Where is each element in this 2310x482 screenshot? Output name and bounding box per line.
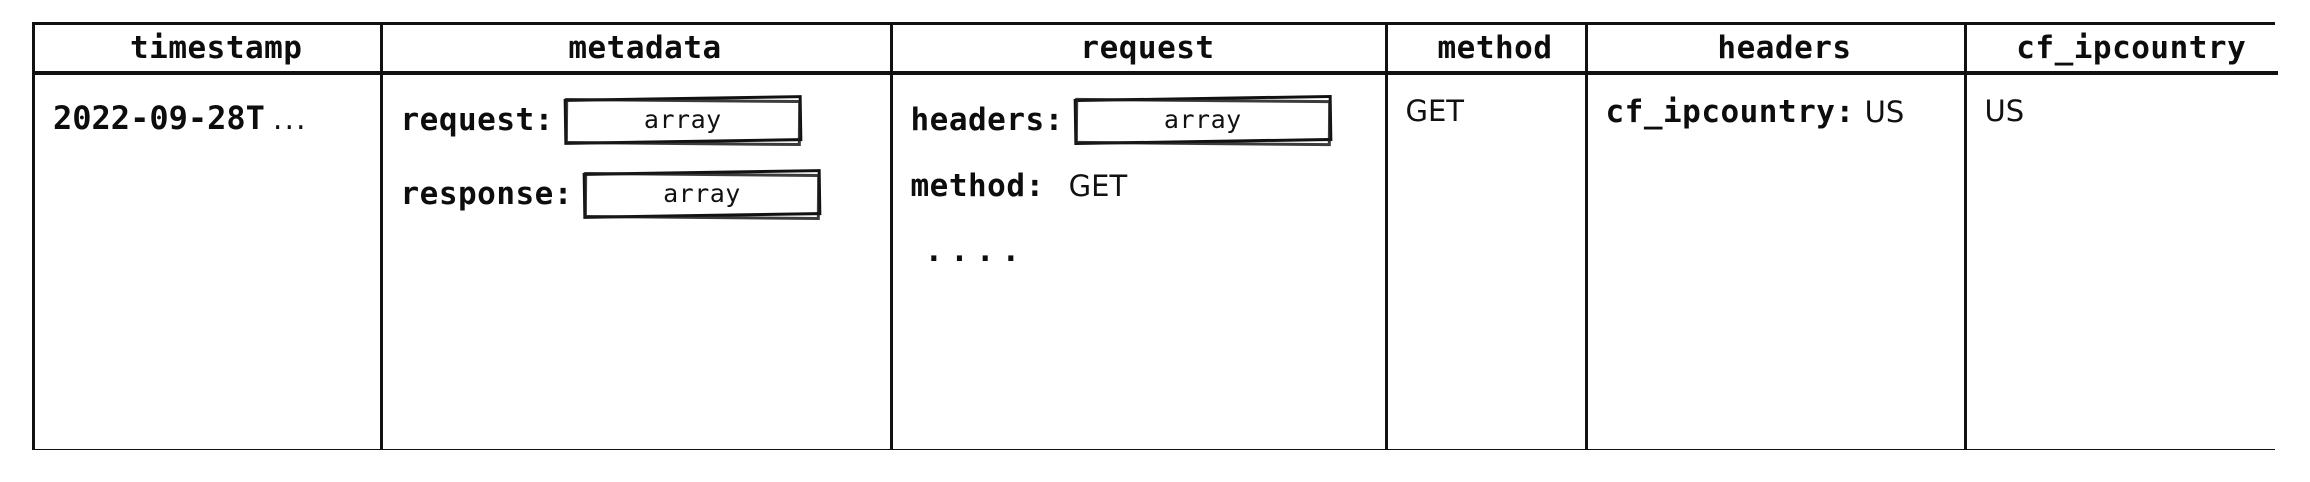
cell-method[interactable]: GET xyxy=(1384,73,1586,449)
cell-metadata-inner: request: array response: xyxy=(383,75,890,221)
column-header-method[interactable]: method xyxy=(1384,25,1586,75)
table-header-row: timestamp metadata request method header… xyxy=(35,25,2278,75)
data-table: timestamp metadata request method header… xyxy=(32,22,2278,450)
headers-value-text: US xyxy=(1864,95,1905,129)
table-row: 2022-09-28T ... request: array xyxy=(35,73,2278,449)
array-type-chip[interactable]: array xyxy=(1073,94,1333,147)
cell-timestamp-inner: 2022-09-28T ... xyxy=(35,75,380,137)
cf-ipcountry-value: US xyxy=(1984,94,2025,128)
array-type-chip[interactable]: array xyxy=(563,95,803,147)
cell-headers-inner: cf_ipcountry: US xyxy=(1588,75,1964,128)
metadata-field-response: response: array xyxy=(400,169,874,221)
column-header-headers[interactable]: headers xyxy=(1584,25,1965,75)
request-field-method: method: GET xyxy=(911,171,1369,202)
method-value: GET xyxy=(1405,94,1465,128)
cell-cf-ipcountry[interactable]: US xyxy=(1963,73,2279,449)
field-value-text: GET xyxy=(1068,169,1128,203)
table-grid: timestamp metadata request method header… xyxy=(35,25,2278,449)
timestamp-text: 2022-09-28T xyxy=(53,99,265,137)
field-key-label: response: xyxy=(400,175,573,212)
column-header-timestamp[interactable]: timestamp xyxy=(35,25,381,75)
cell-timestamp[interactable]: 2022-09-28T ... xyxy=(35,73,381,449)
cell-cf-ipcountry-inner: US xyxy=(1967,75,2279,126)
column-header-metadata[interactable]: metadata xyxy=(379,25,891,75)
field-key-label: method: xyxy=(910,168,1045,204)
column-header-label: cf_ipcountry xyxy=(2016,29,2247,66)
timestamp-value: 2022-09-28T ... xyxy=(53,99,364,137)
array-type-chip[interactable]: array xyxy=(582,169,822,221)
column-header-label: headers xyxy=(1717,29,1852,66)
chip-label: array xyxy=(1163,105,1242,134)
column-header-label: timestamp xyxy=(130,29,303,66)
column-header-request[interactable]: request xyxy=(889,25,1386,75)
request-more-indicator: .... xyxy=(924,233,1028,269)
cell-method-inner: GET xyxy=(1388,75,1585,126)
chip-label: array xyxy=(663,179,741,208)
column-header-cf-ipcountry[interactable]: cf_ipcountry xyxy=(1963,25,2278,75)
cell-request-inner: headers: array method: GET xyxy=(893,75,1385,267)
column-header-label: method xyxy=(1437,29,1553,66)
cell-metadata[interactable]: request: array response: xyxy=(379,73,891,449)
column-header-label: metadata xyxy=(568,29,722,66)
request-field-headers: headers: array xyxy=(910,94,1369,147)
chip-label: array xyxy=(643,105,722,134)
field-key-label: request: xyxy=(400,101,554,138)
cell-request[interactable]: headers: array method: GET xyxy=(889,73,1386,449)
metadata-field-request: request: array xyxy=(400,95,874,147)
cell-headers[interactable]: cf_ipcountry: US xyxy=(1584,73,1965,449)
column-header-label: request xyxy=(1080,29,1215,66)
headers-key-label: cf_ipcountry: xyxy=(1605,94,1855,130)
timestamp-truncation-ellipsis: ... xyxy=(272,102,308,137)
field-key-label: headers: xyxy=(910,101,1064,138)
headers-key-value: cf_ipcountry: US xyxy=(1606,97,1948,128)
